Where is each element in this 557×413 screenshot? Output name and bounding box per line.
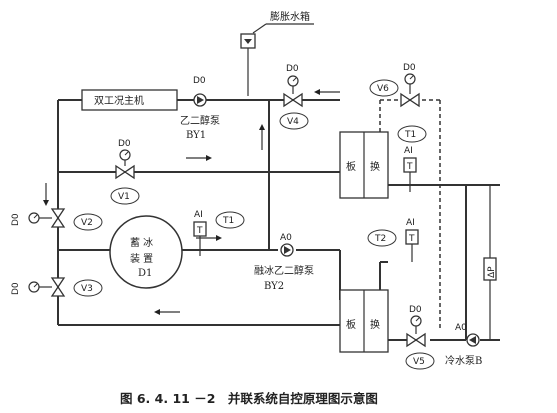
flow-arrows [43, 89, 340, 315]
melt-pump: A0 融冰乙二醇泵 BY2 [254, 233, 314, 292]
valve-v1-tag: V1 [118, 192, 130, 202]
valve-v2-tag: V2 [81, 218, 93, 228]
valve-v4-tag: V4 [287, 117, 299, 127]
hx-upper-left: 板 [346, 160, 356, 173]
sensor-t2-tag: T2 [374, 234, 386, 244]
valve-v6-tag: V6 [377, 84, 389, 94]
valve-v1-do: D0 [118, 139, 131, 149]
sensor-t1-storage-ai: AI [194, 210, 203, 220]
glycol-pump-do: D0 [193, 76, 206, 86]
sensor-t2-ai: AI [406, 218, 415, 228]
sensor-t1-upper-tag: T1 [404, 130, 416, 140]
sensor-t1-storage-tag: T1 [222, 216, 234, 226]
sensor-t1-upper: T AI T1 [397, 125, 427, 192]
sensor-t1-upper-ai: AI [404, 146, 413, 156]
heat-exchanger-lower: 板 换 [339, 289, 389, 353]
hx-lower-right: 换 [370, 318, 380, 331]
heat-exchanger-upper: 板 换 [339, 131, 389, 199]
sensor-t2-sym: T [408, 234, 415, 244]
sensor-t1-upper-sym: T [406, 162, 413, 172]
chiller-unit: 双工况主机 [81, 89, 178, 111]
valve-v5-tag: V5 [413, 357, 425, 367]
sensor-t1-storage-sym: T [196, 226, 203, 236]
melt-pump-ao: A0 [280, 233, 292, 243]
ice-storage-unit: 蓄 冰 装 置 D1 [109, 215, 183, 289]
dp-sensor: ΔP [483, 257, 497, 281]
expansion-tank-label: 膨胀水箱 [270, 10, 310, 23]
storage-line1: 蓄 冰 [130, 236, 153, 249]
melt-pump-tag: BY2 [264, 281, 284, 292]
figure-caption: 图 6. 4. 11 －2 并联系统自控原理图示意图 [120, 391, 378, 406]
dp-label: ΔP [487, 266, 497, 278]
chw-pump-name: 冷水泵B [445, 354, 482, 367]
glycol-pump-tag: BY1 [186, 130, 206, 141]
hx-lower-left: 板 [346, 318, 356, 331]
storage-line2: 装 置 [130, 252, 153, 265]
valve-v3-tag: V3 [81, 284, 93, 294]
chilled-water-pump: A0 冷水泵B [445, 323, 482, 367]
valve-v6: D0 V6 [369, 63, 420, 107]
melt-pump-name: 融冰乙二醇泵 [254, 264, 314, 277]
storage-tag: D1 [138, 268, 152, 279]
piping [57, 99, 500, 341]
chiller-label: 双工况主机 [94, 94, 144, 107]
expansion-tank: 膨胀水箱 [240, 10, 314, 96]
valve-v2-do: D0 [11, 213, 21, 226]
glycol-pump-name: 乙二醇泵 [180, 114, 220, 127]
valve-v2: D0 V2 [11, 208, 103, 231]
valve-v4-do: D0 [286, 64, 299, 74]
glycol-pump: D0 乙二醇泵 BY1 [180, 76, 220, 141]
sensor-t1-storage: T AI T1 [193, 210, 245, 256]
valve-v5-do: D0 [409, 305, 422, 315]
valve-v5: D0 V5 [405, 305, 435, 370]
chw-pump-ao: A0 [455, 323, 467, 333]
sensor-t2: T AI T2 [367, 218, 419, 262]
valve-v1: D0 V1 [110, 139, 140, 205]
hx-upper-right: 换 [370, 160, 380, 173]
valve-v4: D0 V4 [279, 64, 309, 130]
valve-v3: D0 V3 [11, 277, 103, 297]
valve-v3-do: D0 [11, 282, 21, 295]
valve-v6-do: D0 [403, 63, 416, 73]
